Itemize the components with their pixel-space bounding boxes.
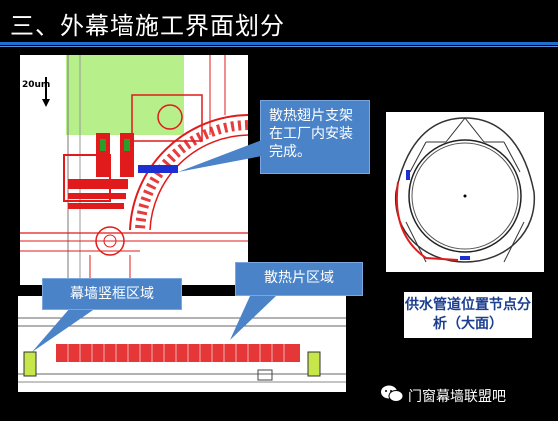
main-detail-svg: 20um — [20, 55, 248, 285]
title-underline-thin — [0, 46, 558, 47]
wechat-icon — [381, 385, 404, 402]
radiator-band — [56, 344, 300, 362]
pipe-section-drawing — [386, 112, 544, 272]
mullion-left — [23, 351, 37, 377]
radiator-strip-svg — [18, 317, 346, 383]
scale-arrowhead — [42, 99, 50, 107]
watermark: 门窗幕墙联盟吧 — [380, 384, 506, 405]
callout-fins-bracket: 散热翅片支架在工厂内安装完成。 — [260, 100, 370, 174]
radiator-pointer — [230, 296, 276, 340]
radiator-strip-drawing — [18, 296, 346, 392]
scale-label: 20um — [22, 80, 50, 90]
callout-mullion-zone: 幕墙竖框区域 — [42, 278, 182, 310]
title-underline — [0, 42, 558, 45]
watermark-text: 门窗幕墙联盟吧 — [408, 389, 506, 405]
mullion-right — [307, 351, 321, 377]
callout-radiator-zone: 散热片区域 — [235, 262, 363, 296]
pipe-section-svg — [394, 117, 536, 263]
fins-pointer — [178, 140, 262, 172]
main-detail-drawing: 20um — [20, 55, 248, 285]
pipe-analysis-label: 供水管道位置节点分析（大面） — [404, 292, 532, 338]
fin-bracket — [138, 165, 178, 173]
mullion-pointer — [32, 308, 96, 352]
slide-title: 三、外幕墙施工界面划分 — [10, 12, 285, 40]
